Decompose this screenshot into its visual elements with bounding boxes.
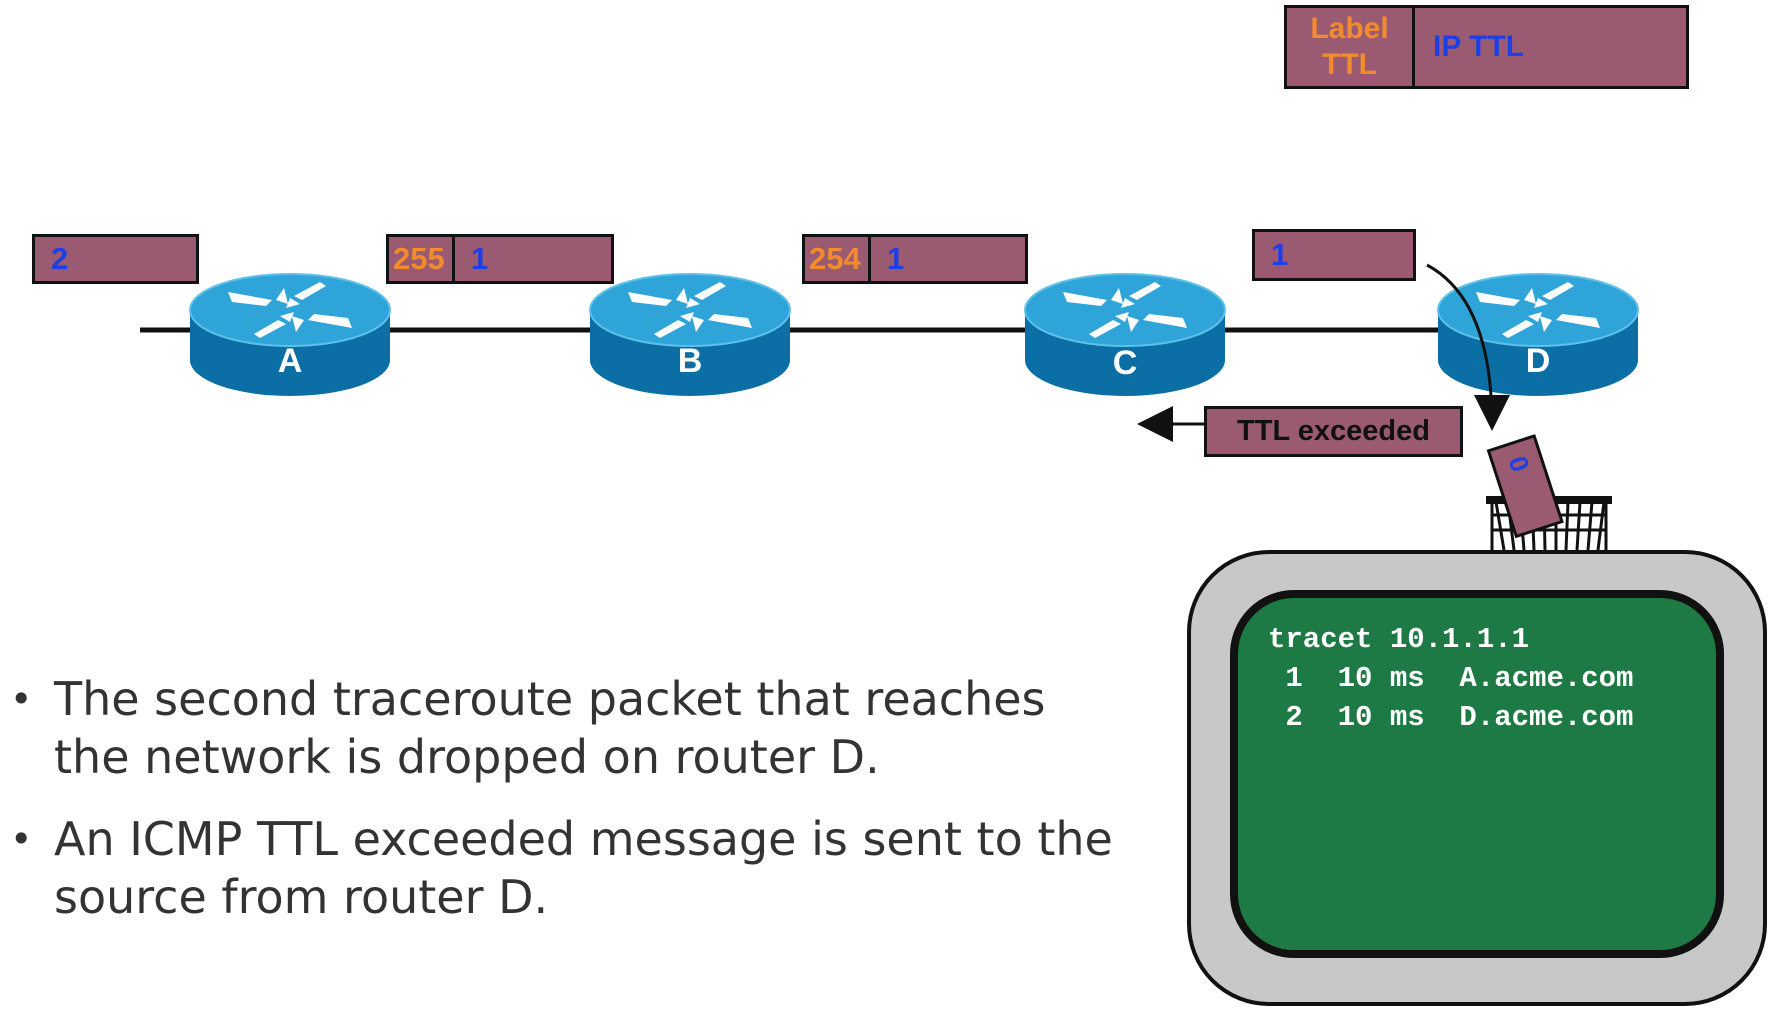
- packet-a-b: 255 1: [386, 234, 614, 284]
- bullet-text: An ICMP TTL exceeded message is sent to …: [54, 812, 1113, 924]
- ttl-exceeded-label: TTL exceeded: [1237, 415, 1430, 447]
- router-label-c: C: [1113, 344, 1138, 382]
- terminal-line: 2 10 ms D.acme.com: [1268, 701, 1634, 734]
- ttl-exceeded-box: TTL exceeded: [1204, 406, 1463, 457]
- drop-arrow: [1426, 263, 1510, 431]
- packet-ip-ttl: 1: [887, 241, 905, 276]
- bullet-text: The second traceroute packet that reache…: [54, 672, 1046, 784]
- router-arrows-icon: [628, 282, 752, 338]
- packet-ip-ttl: 1: [1271, 237, 1289, 272]
- legend-ip-ttl: IP TTL: [1433, 30, 1525, 63]
- packet-ip-ttl: 1: [471, 241, 489, 276]
- terminal-monitor: [1187, 550, 1767, 1006]
- terminal-command: tracet 10.1.1.1: [1268, 623, 1530, 656]
- router-b: B: [589, 273, 791, 396]
- bullet-item: • The second traceroute packet that reac…: [10, 670, 1130, 786]
- packet-label-ttl: 255: [389, 237, 455, 281]
- packet-c-d: 1: [1252, 229, 1416, 281]
- packet-ip-ttl: 2: [51, 241, 69, 276]
- router-label-d: D: [1526, 342, 1551, 380]
- bullet-dot-icon: •: [10, 817, 33, 861]
- packet-b-c: 254 1: [802, 234, 1028, 284]
- header-legend-box: Label TTL IP TTL: [1284, 5, 1689, 89]
- packet-before-a: 2: [32, 234, 199, 284]
- router-arrows-icon: [1476, 282, 1600, 338]
- router-label-a: A: [278, 342, 303, 380]
- router-label-b: B: [678, 342, 703, 380]
- bullet-dot-icon: •: [10, 677, 33, 721]
- router-d: D: [1437, 273, 1639, 396]
- bullet-list: • The second traceroute packet that reac…: [10, 670, 1130, 950]
- router-arrows-icon: [1063, 282, 1187, 338]
- router-arrows-icon: [228, 282, 352, 338]
- bullet-item: • An ICMP TTL exceeded message is sent t…: [10, 810, 1130, 926]
- router-a: A: [189, 273, 391, 396]
- legend-label-ttl: Label TTL: [1287, 8, 1415, 86]
- router-c: C: [1024, 273, 1226, 396]
- terminal-output: tracet 10.1.1.1 1 10 ms A.acme.com 2 10 …: [1268, 620, 1633, 737]
- packet-label-ttl: 254: [805, 237, 871, 281]
- terminal-line: 1 10 ms A.acme.com: [1268, 662, 1634, 695]
- dropped-packet: 0: [1486, 434, 1564, 539]
